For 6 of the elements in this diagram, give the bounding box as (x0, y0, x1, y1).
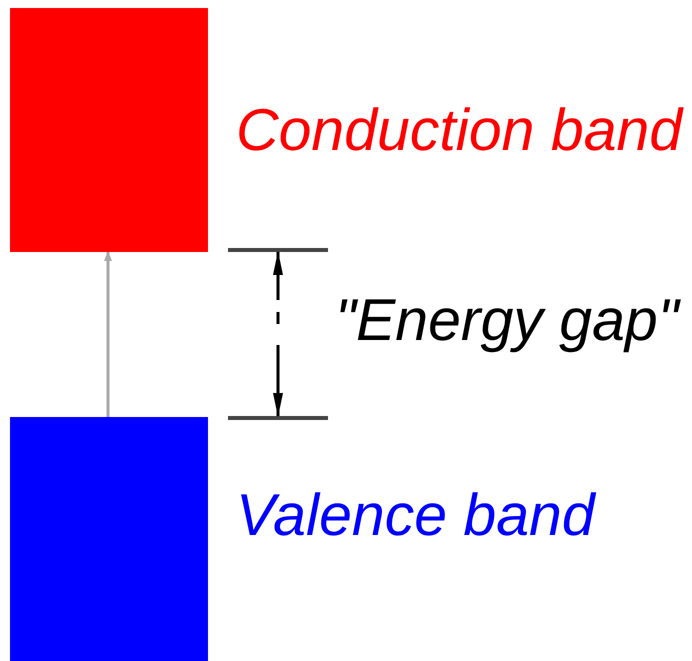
energy-band (10, 8, 208, 252)
band-label: Conduction band (236, 101, 682, 160)
energy-band (10, 417, 208, 661)
band-label: Valence band (236, 486, 595, 545)
transition-arrow (104, 251, 112, 417)
gap-label: "Energy gap" (335, 291, 679, 350)
